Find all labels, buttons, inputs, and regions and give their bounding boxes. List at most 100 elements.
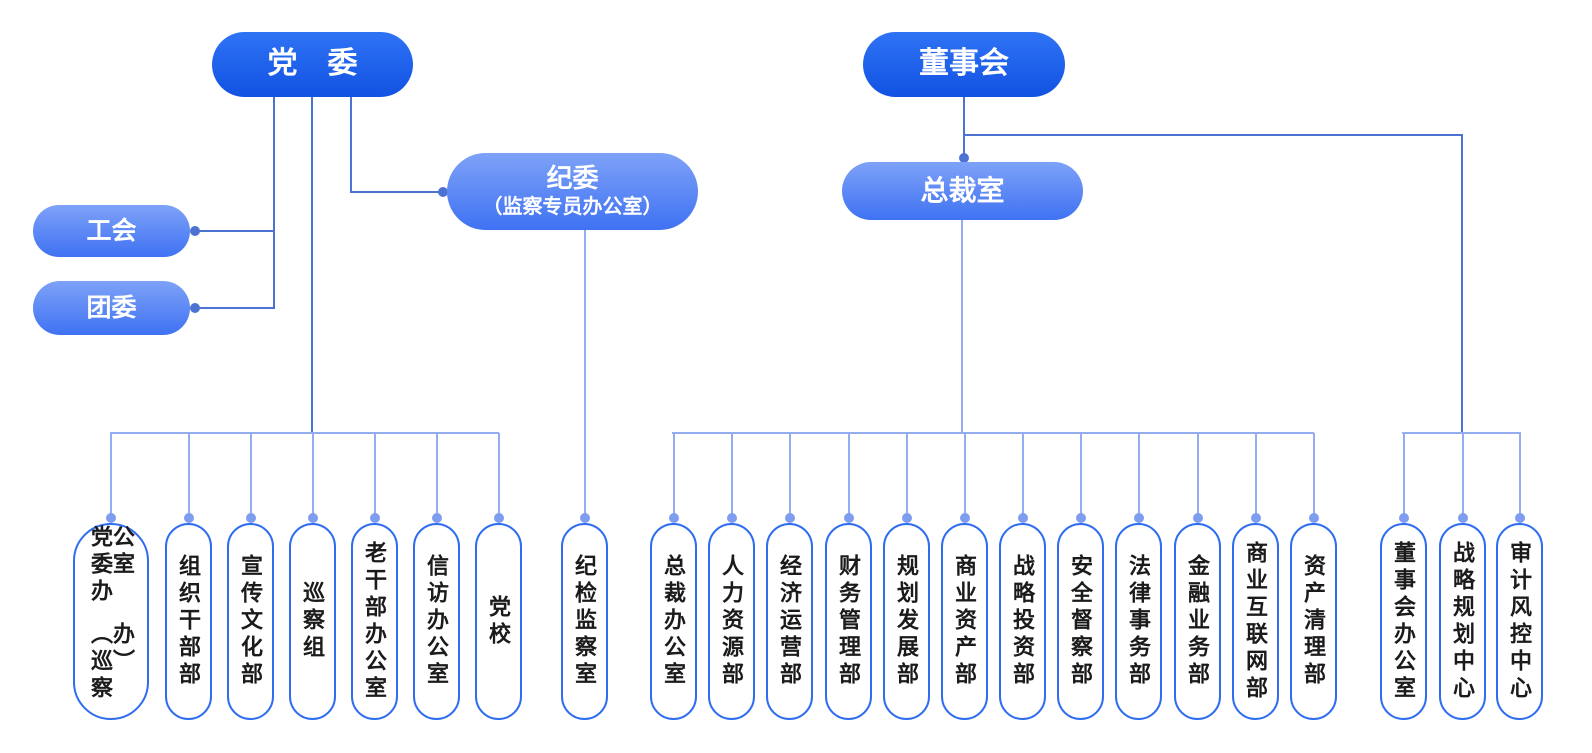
connector-party-to-discipline-vertical	[350, 97, 352, 193]
node-youth-league-label: 团委	[86, 293, 137, 322]
dept-box-asset-liquidation: 资产清理部	[1289, 523, 1337, 720]
junction-dot-dept	[843, 513, 854, 523]
dept-box-party-school: 党校	[474, 523, 522, 720]
junction-dot-dept	[307, 513, 318, 523]
node-board-of-directors: 董事会	[863, 32, 1065, 97]
junction-dot-dept	[726, 513, 737, 523]
dept-box-human-resources: 人力资源部	[707, 523, 755, 720]
dept-label: 经济运营部	[777, 554, 802, 689]
junction-dot-dept	[1075, 513, 1086, 523]
dept-label: 纪检监察室	[572, 554, 597, 689]
dept-box-petition-office: 信访办公室	[412, 523, 460, 720]
dept-box-board-office: 董事会办公室	[1379, 523, 1427, 720]
dept-label: 宣传文化部	[238, 554, 263, 689]
dept-label: 战略规划中心	[1450, 540, 1475, 703]
node-labor-union-label: 工会	[86, 216, 137, 245]
dept-label: 董事会办公室	[1391, 540, 1416, 703]
connector-dept-drop	[1518, 433, 1521, 518]
connector-dept-drop	[1079, 433, 1082, 518]
node-president-office-label: 总裁室	[920, 174, 1005, 206]
junction-dot-discipline	[438, 187, 448, 197]
dept-label: 财务管理部	[836, 554, 861, 689]
junction-dot-dept	[493, 513, 504, 523]
dept-box-finance-management: 财务管理部	[824, 523, 872, 720]
connector-labor-union	[193, 230, 275, 232]
junction-dot-dept	[579, 513, 590, 523]
junction-dot-dept	[1308, 513, 1319, 523]
connector-board-to-right-horizontal	[963, 134, 1463, 136]
dept-label: 信访办公室	[424, 554, 449, 689]
dept-label: 党校	[486, 594, 511, 649]
connector-dept-drop	[847, 433, 850, 518]
junction-dot-dept	[959, 513, 970, 523]
connector-dept-drop	[788, 433, 791, 518]
junction-dot-dept	[1514, 513, 1525, 523]
dept-label: 人力资源部	[719, 554, 744, 689]
connector-dept-drop	[730, 433, 733, 518]
junction-dot-president	[959, 153, 969, 163]
junction-dot-dept	[1457, 513, 1468, 523]
dept-label: 金融业务部	[1185, 554, 1210, 689]
dept-box-veteran-cadre-office: 老干部办公室	[350, 523, 398, 720]
connector-dept-drop	[497, 433, 500, 518]
connector-dept-drop	[249, 433, 252, 518]
junction-dot-dept	[369, 513, 380, 523]
connector-dept-drop	[1312, 433, 1315, 518]
connector-dept-drop	[1021, 433, 1024, 518]
connector-party-left-branch	[273, 97, 275, 309]
dept-box-legal-affairs: 法律事务部	[1114, 523, 1162, 720]
bus-president-departments	[672, 432, 1314, 434]
connector-dept-drop	[672, 433, 675, 518]
connector-dept-drop	[1254, 433, 1257, 518]
connector-dept-drop	[1461, 433, 1464, 518]
connector-dept-drop	[905, 433, 908, 518]
junction-dot-dept	[668, 513, 679, 523]
connector-dept-drop	[1196, 433, 1199, 518]
node-party-committee-label: 党 委	[267, 47, 358, 81]
junction-dot-dept	[1133, 513, 1144, 523]
dept-box-discipline-supervision: 纪检监察室	[560, 523, 608, 720]
dept-box-audit-risk-center: 审计风控中心	[1495, 523, 1543, 720]
node-labor-union: 工会	[33, 205, 190, 257]
junction-dot-dept	[1250, 513, 1261, 523]
dept-box-planning-development: 规划发展部	[882, 523, 930, 720]
junction-dot-dept	[245, 513, 256, 523]
connector-dept-drop	[373, 433, 376, 518]
node-party-committee: 党 委	[212, 32, 413, 97]
dept-box-president-general-office: 总裁办公室	[649, 523, 697, 720]
junction-dot-labor-union	[190, 226, 200, 236]
dept-box-publicity-culture: 宣传文化部	[226, 523, 274, 720]
junction-dot-dept	[784, 513, 795, 523]
node-board-label: 董事会	[919, 47, 1009, 81]
dept-label: 商业资产部	[952, 554, 977, 689]
dept-box-party-office: 党委办公室 （巡察办）	[73, 523, 149, 720]
junction-dot-dept	[1192, 513, 1203, 523]
connector-dept-drop	[583, 230, 586, 518]
dept-label: 审计风控中心	[1507, 540, 1532, 703]
dept-label: 总裁办公室	[661, 554, 686, 689]
junction-dot-dept	[106, 513, 116, 523]
connector-dept-drop	[187, 433, 190, 518]
connector-dept-drop	[110, 433, 112, 518]
connector-dept-drop	[1402, 433, 1405, 518]
connector-president-feed	[961, 220, 963, 433]
dept-label: 党委办公室	[88, 525, 135, 606]
connector-board-to-president	[963, 97, 965, 158]
dept-box-commercial-internet: 商业互联网部	[1231, 523, 1279, 720]
dept-box-safety-supervision: 安全督察部	[1056, 523, 1104, 720]
connector-dept-drop	[1137, 433, 1140, 518]
connector-party-to-discipline-horizontal	[350, 191, 443, 193]
dept-label: 法律事务部	[1126, 554, 1151, 689]
junction-dot-dept	[901, 513, 912, 523]
connector-dept-drop	[963, 433, 966, 518]
dept-label: 商业互联网部	[1243, 540, 1268, 703]
dept-label: 组织干部部	[176, 554, 201, 689]
node-president-office: 总裁室	[842, 162, 1083, 220]
node-discipline-label: 纪委	[546, 163, 599, 194]
junction-dot-dept	[1017, 513, 1028, 523]
dept-label: 资产清理部	[1301, 554, 1326, 689]
dept-label: 规划发展部	[894, 554, 919, 689]
connector-dept-drop	[311, 433, 314, 518]
dept-label: 老干部办公室	[362, 540, 387, 703]
